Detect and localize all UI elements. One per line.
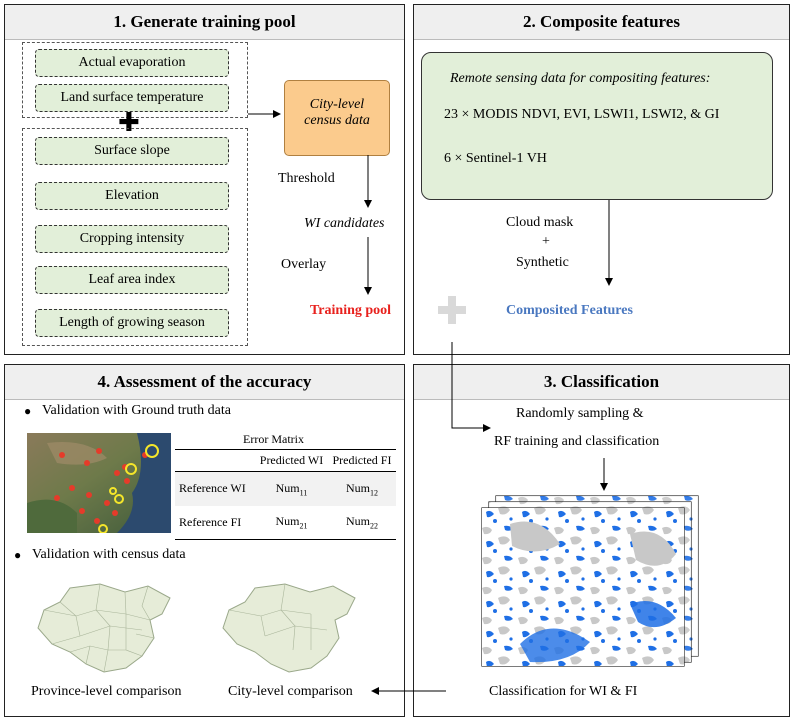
matrix-header-cell: Predicted WI [259,453,324,467]
factor-land-surface-temperature: Land surface temperature [35,84,229,112]
factor-leaf-area-index: Leaf area index [35,266,229,294]
panel-title: 2. Composite features [414,5,789,40]
ground-truth-map [27,433,171,533]
panel-title: 3. Classification [414,365,789,400]
random-sampling-label: Randomly sampling & [516,406,644,421]
threshold-label: Threshold [278,171,335,186]
matrix-row-label: Reference WI [179,481,246,496]
census-box-line1: City-level [309,97,365,112]
rf-training-label: RF training and classification [494,434,660,449]
matrix-cell: Num21 [275,514,308,531]
matrix-cell: Num11 [275,480,308,497]
census-box-line2: census data [304,113,370,128]
error-matrix-title: Error Matrix [243,432,304,446]
composited-features-label: Composited Features [506,303,633,318]
panel-assessment: 4. Assessment of the accuracy [4,364,405,717]
wi-candidates-label: WI candidates [304,216,385,231]
province-level-caption: Province-level comparison [31,684,182,699]
matrix-row-label: Reference FI [179,514,242,529]
dashed-group-terrain [22,128,248,346]
factor-length-of-growing-season: Length of growing season [35,309,229,337]
sentinel-line: 6 × Sentinel-1 VH [444,151,547,166]
factor-elevation: Elevation [35,182,229,210]
classification-map-stack [481,495,699,667]
bullet-icon: ● [24,404,32,418]
matrix-row: Reference WI Num11 Num12 [175,471,396,506]
training-pool-label: Training pool [310,303,392,318]
modis-line: 23 × MODIS NDVI, EVI, LSWI1, LSWI2, & GI [444,107,720,122]
error-matrix: Predicted WI Predicted FI Reference WI N… [175,449,396,540]
city-level-caption: City-level comparison [228,684,353,699]
factor-cropping-intensity: Cropping intensity [35,225,229,253]
matrix-header-cell: Predicted FI [332,453,392,467]
census-data-box: City-level census data [284,80,390,156]
panel-title: 1. Generate training pool [5,5,404,40]
matrix-header-row: Predicted WI Predicted FI [175,449,396,472]
census-validation-label: Validation with census data [32,547,186,562]
classification-caption: Classification for WI & FI [489,684,638,699]
ground-truth-label: Validation with Ground truth data [42,403,231,418]
factor-actual-evaporation: Actual evaporation [35,49,229,77]
province-map [37,583,171,673]
matrix-cell: Num12 [345,480,378,497]
matrix-header-cell [175,450,255,472]
panel-title: 4. Assessment of the accuracy [5,365,404,400]
bullet-icon: ● [14,548,22,562]
overlay-label: Overlay [281,257,327,272]
plus-label: + [542,234,550,249]
remote-sensing-title: Remote sensing data for compositing feat… [450,71,711,86]
matrix-row: Reference FI Num21 Num22 [175,506,396,540]
cloud-mask-label: Cloud mask [506,215,574,230]
plus-icon [438,296,466,324]
city-map [222,583,356,673]
matrix-cell: Num22 [345,514,378,531]
remote-sensing-box: Remote sensing data for compositing feat… [421,52,773,200]
synthetic-label: Synthetic [516,255,569,270]
dashed-group-climate [22,42,248,118]
factor-surface-slope: Surface slope [35,137,229,165]
plus-icon: ✚ [118,108,140,137]
